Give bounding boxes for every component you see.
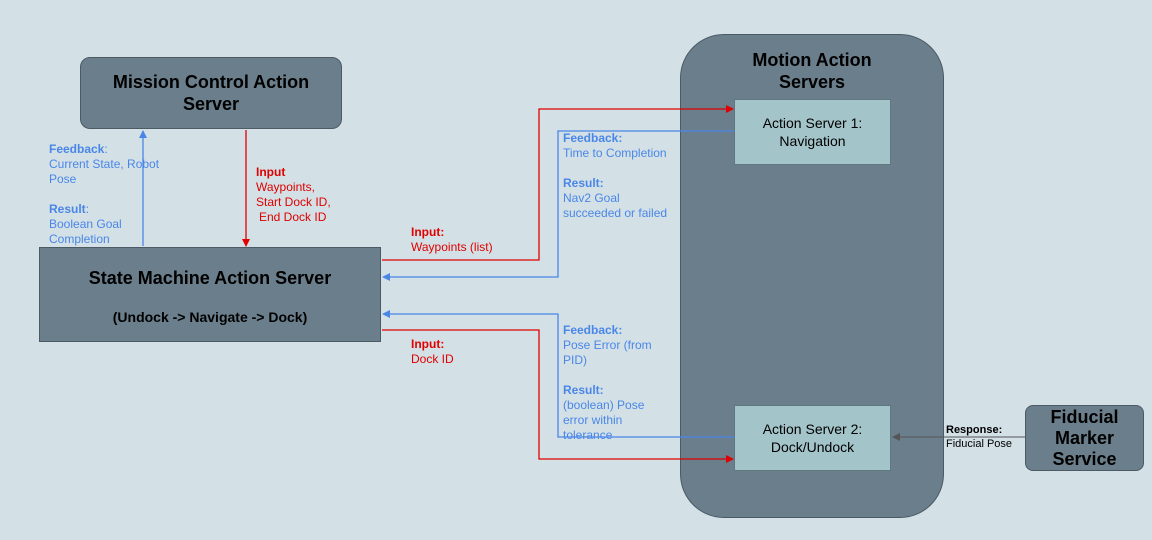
dock-result-head: Result: [563, 383, 604, 397]
dock-feedback-arrow [382, 310, 734, 438]
dock-input-arrow [382, 329, 734, 463]
dock-feedback-body: Pose Error (from PID) [563, 338, 652, 367]
dock-result-body: (boolean) Pose error within tolerance [563, 398, 645, 442]
action-server-1-navigation[interactable]: Action Server 1: Navigation [734, 99, 891, 165]
nav-feedback-arrow [382, 130, 734, 281]
mission-feedback-label: Feedback: Current State, Robot Pose Resu… [49, 142, 169, 247]
nav-input-label: Input: Waypoints (list) [411, 225, 531, 255]
nav-input-body: Waypoints (list) [411, 240, 493, 254]
nav-feedback-body: Time to Completion [563, 146, 667, 160]
fiducial-response-head: Response: [946, 424, 1003, 436]
motion-group-title: Motion Action Servers [752, 50, 872, 92]
mission-control-title: Mission Control Action Server [112, 72, 310, 114]
action-server-1-title: Action Server 1: Navigation [762, 115, 863, 149]
mission-feedback-head: Feedback [49, 142, 105, 156]
fiducial-marker-service[interactable]: Fiducial Marker Service [1025, 405, 1144, 471]
mission-feedback-body: Current State, Robot Pose [49, 157, 160, 186]
fiducial-title: Fiducial Marker Service [1050, 406, 1119, 469]
mission-input-label: Input Waypoints, Start Dock ID, End Dock… [256, 165, 346, 225]
action-server-2-title: Action Server 2: Dock/Undock [762, 421, 863, 455]
mission-result-body: Boolean Goal Completion [49, 217, 122, 246]
nav-input-arrow [382, 105, 734, 261]
nav-feedback-label: Feedback: Time to Completion Result: Nav… [563, 131, 678, 221]
mission-control-action-server[interactable]: Mission Control Action Server [80, 57, 342, 129]
state-machine-title: State Machine Action Server [88, 268, 332, 288]
mission-input-head: Input [256, 165, 286, 179]
fiducial-response-label: Response: Fiducial Pose [946, 423, 1026, 451]
nav-input-head: Input: [411, 225, 445, 239]
mission-input-line3: End Dock ID [259, 210, 327, 224]
mission-result-head: Result [49, 202, 86, 216]
dock-input-body: Dock ID [411, 352, 454, 366]
nav-feedback-head: Feedback: [563, 131, 623, 145]
dock-feedback-label: Feedback: Pose Error (from PID) Result: … [563, 323, 653, 443]
action-server-2-dock-undock[interactable]: Action Server 2: Dock/Undock [734, 405, 891, 471]
nav-result-body: Nav2 Goal succeeded or failed [563, 191, 668, 220]
mission-input-line2: Start Dock ID, [256, 195, 331, 209]
nav-result-head: Result: [563, 176, 604, 190]
fiducial-response-body: Fiducial Pose [946, 438, 1013, 450]
dock-input-label: Input: Dock ID [411, 337, 511, 367]
state-machine-subtitle: (Undock -> Navigate -> Dock) [112, 309, 308, 325]
mission-input-line1: Waypoints, [256, 180, 315, 194]
dock-input-head: Input: [411, 337, 445, 351]
state-machine-action-server[interactable]: State Machine Action Server (Undock -> N… [39, 247, 381, 342]
dock-feedback-head: Feedback: [563, 323, 623, 337]
